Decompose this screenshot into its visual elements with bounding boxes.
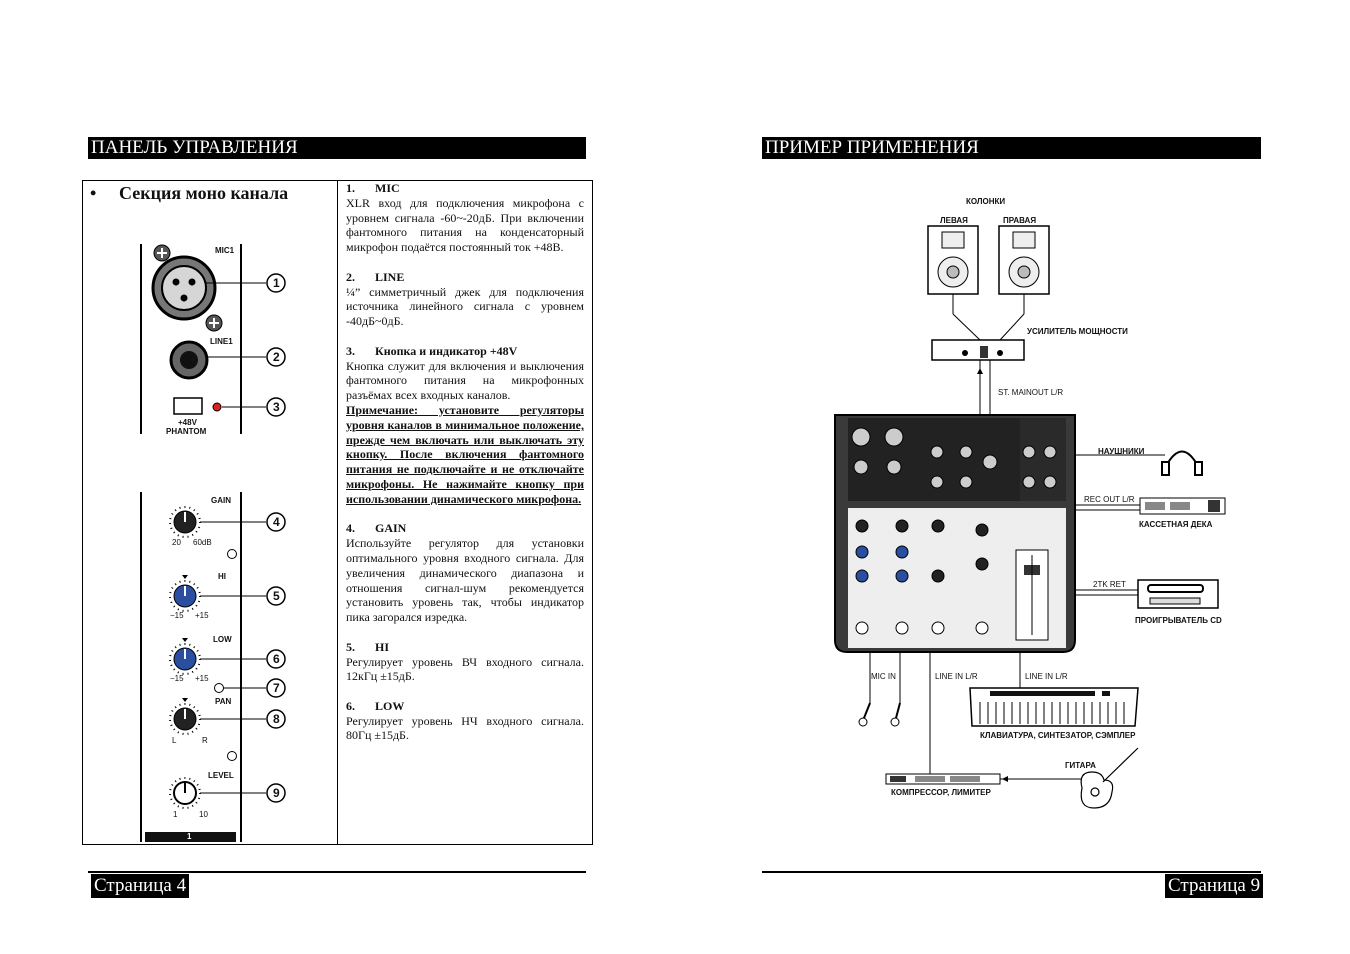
low-min-label: −15: [170, 674, 184, 683]
gain-min-label: 20: [172, 538, 181, 547]
cassette-label: КАССЕТНАЯ ДЕКА: [1139, 520, 1213, 529]
st-main-label: ST. MAINOUT L/R: [998, 388, 1064, 397]
indicator-led-icon: [227, 751, 237, 761]
microphone-icon: [858, 702, 871, 727]
item-heading: 3.Кнопка и индикатор +48V: [346, 343, 518, 358]
compressor-limiter-icon: [885, 773, 1001, 785]
callout-6: 6: [273, 652, 280, 666]
phantom-48v-label: +48V: [178, 418, 197, 427]
hi-min-label: −15: [170, 611, 184, 620]
left-page-header: ПАНЕЛЬ УПРАВЛЕНИЯ: [88, 137, 586, 159]
phantom-label: PHANTOM: [166, 427, 207, 436]
headphones-icon: [1161, 450, 1203, 476]
keyboard-label: КЛАВИАТУРА, СИНТЕЗАТОР, СЭМПЛЕР: [980, 731, 1136, 740]
item-heading: 5.HI: [346, 639, 390, 654]
amp-label: УСИЛИТЕЛЬ МОЩНОСТИ: [1027, 327, 1128, 336]
guitar-icon: [1080, 747, 1139, 809]
hi-label: HI: [218, 572, 226, 581]
level-knob-icon: [169, 777, 201, 809]
item-text: Кнопка служит для включения и выключения…: [346, 358, 584, 403]
phantom-button-icon: [173, 397, 203, 415]
low-label: LOW: [213, 635, 232, 644]
application-diagram: [834, 225, 1226, 809]
left-footer-rule: [88, 871, 586, 873]
mic-in-label: MIC IN: [871, 672, 896, 681]
item-text: XLR вход для подключения микрофона с уро…: [346, 195, 584, 255]
item-text: Регулирует уровень НЧ входного сигнала. …: [346, 713, 584, 743]
speaker-icon: [998, 225, 1050, 295]
microphone-icon: [890, 702, 901, 727]
peak-led-icon: [227, 549, 237, 559]
pan-r-label: R: [202, 736, 208, 745]
callout-9: 9: [273, 786, 280, 800]
callout-1: 1: [273, 276, 280, 290]
right-page-number: Страница 9: [1165, 874, 1264, 898]
item-text: Используйте регулятор для установки опти…: [346, 536, 584, 625]
right-page-header: ПРИМЕР ПРИМЕНЕНИЯ: [762, 137, 1261, 159]
hi-eq-knob-icon: [169, 575, 201, 612]
compressor-label: КОМПРЕССОР, ЛИМИТЕР: [891, 788, 991, 797]
item-text: ¼” симметричный джек для подключения ист…: [346, 284, 584, 329]
keyboard-synth-icon: [969, 687, 1139, 727]
mic1-label: MIC1: [215, 246, 235, 255]
cassette-deck-icon: [1139, 497, 1226, 515]
power-amplifier-icon: [931, 339, 1025, 361]
left-speaker-label: ЛЕВАЯ: [940, 216, 968, 225]
screw-icon: [205, 314, 223, 332]
pan-label: PAN: [215, 697, 232, 706]
mixer-icon: [834, 414, 1076, 653]
gain-knob-icon: [169, 506, 201, 538]
item-heading: 1.MIC: [346, 181, 400, 195]
2tk-ret-label: 2TK RET: [1093, 580, 1126, 589]
left-page-number: Страница 4: [91, 874, 190, 898]
guitar-label: ГИТАРА: [1065, 761, 1096, 770]
mono-channel-illustration: [140, 244, 286, 842]
channel-number-bar: [145, 832, 236, 842]
description-column: 1.MIC XLR вход для подключения микрофона…: [346, 181, 584, 743]
rec-out-label: REC OUT L/R: [1084, 495, 1135, 504]
gain-max-label: 60dB: [193, 538, 212, 547]
line-in-label-2: LINE IN L/R: [1025, 672, 1068, 681]
line-in-label-1: LINE IN L/R: [935, 672, 978, 681]
callout-7: 7: [273, 681, 280, 695]
line1-label: LINE1: [210, 337, 233, 346]
callout-3: 3: [273, 400, 280, 414]
callout-8: 8: [273, 712, 280, 726]
screw-icon: [153, 244, 171, 262]
channel-number: 1: [187, 832, 192, 841]
level-max-label: 10: [199, 810, 208, 819]
pan-l-label: L: [172, 736, 177, 745]
level-label: LEVEL: [208, 771, 234, 780]
gain-label: GAIN: [211, 496, 231, 505]
low-eq-knob-icon: [169, 638, 201, 675]
level-min-label: 1: [173, 810, 178, 819]
right-speaker-label: ПРАВАЯ: [1003, 216, 1037, 225]
indicator-led-icon: [214, 683, 224, 693]
table-divider: [337, 180, 338, 845]
hi-max-label: +15: [195, 611, 209, 620]
item-heading: 2.LINE: [346, 269, 405, 284]
callout-4: 4: [273, 515, 280, 529]
item-text: Регулирует уровень ВЧ входного сигнала. …: [346, 654, 584, 684]
right-footer-rule: [762, 871, 1261, 873]
phantom-led-icon: [212, 402, 222, 412]
phantom-note: Примечание: установите регуляторы уровня…: [346, 402, 584, 506]
headphones-label: НАУШНИКИ: [1098, 447, 1145, 456]
cd-player-icon: [1137, 579, 1219, 609]
pan-knob-icon: [169, 698, 201, 735]
section-title: Секция моно канала: [119, 183, 289, 203]
speakers-label: КОЛОНКИ: [966, 197, 1006, 206]
section-heading: • Секция моно канала: [90, 183, 288, 204]
cd-label: ПРОИГРЫВАТЕЛЬ CD: [1135, 616, 1222, 625]
callout-2: 2: [273, 350, 280, 364]
item-heading: 4.GAIN: [346, 521, 407, 536]
bullet: •: [90, 183, 97, 203]
callout-5: 5: [273, 589, 280, 603]
speaker-icon: [927, 225, 979, 295]
item-heading: 6.LOW: [346, 698, 405, 713]
low-max-label: +15: [195, 674, 209, 683]
